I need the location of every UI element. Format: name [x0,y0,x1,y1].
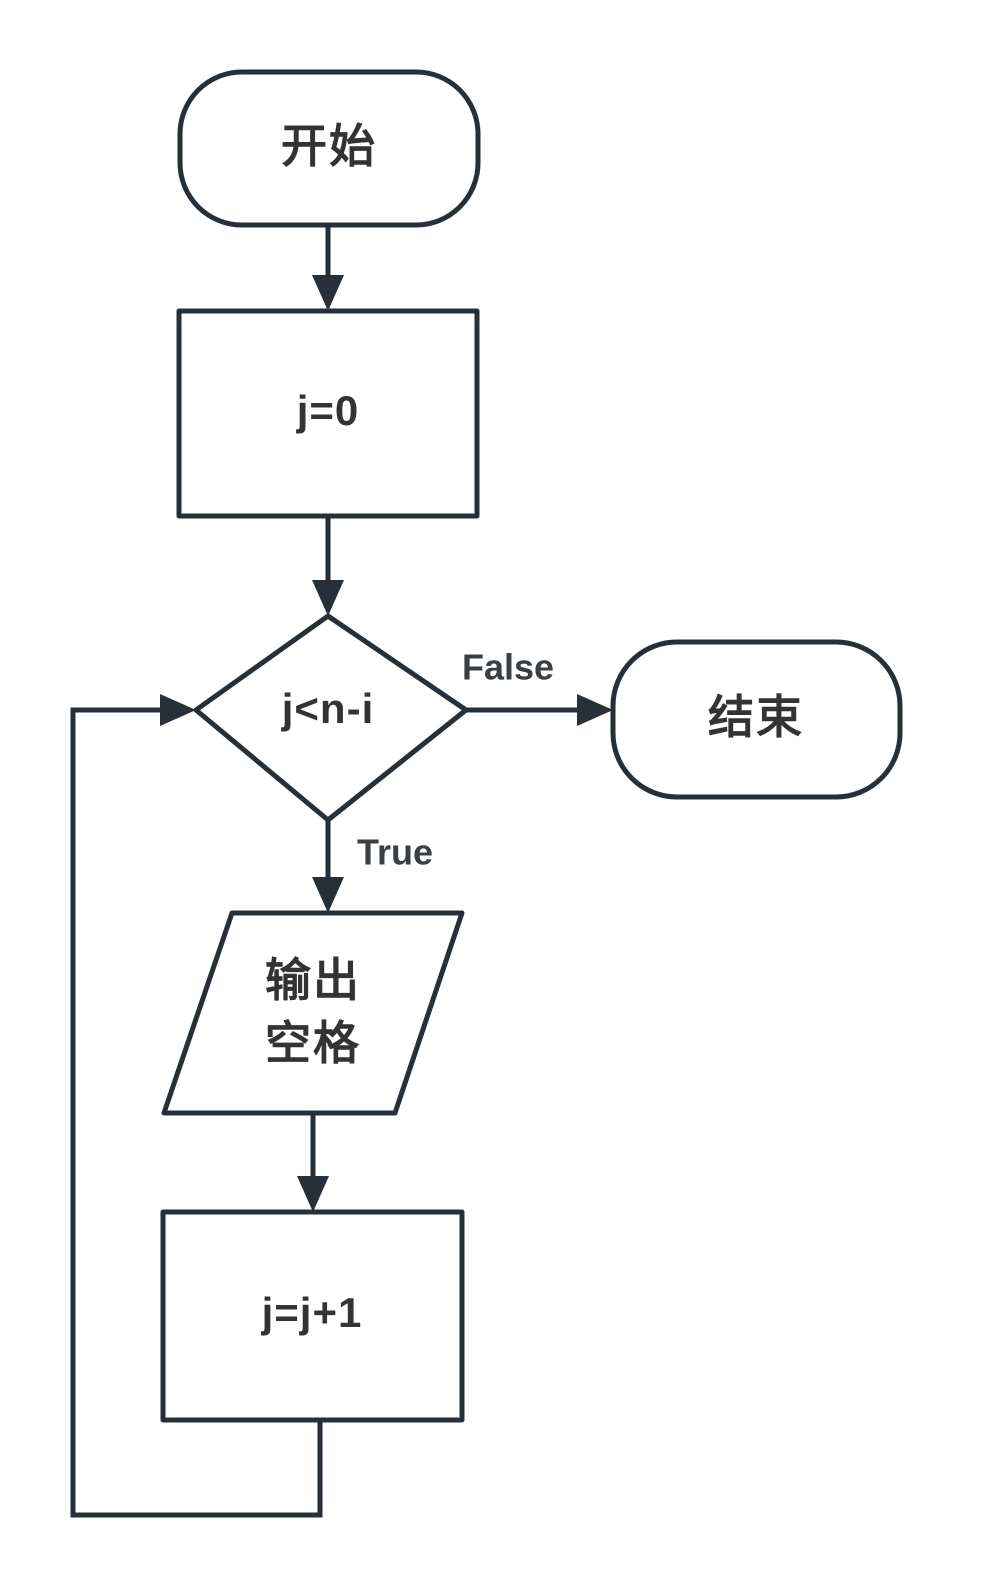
output-node-shape [161,910,465,1116]
arrow-head-icon [577,694,613,726]
output-node-label-line2: 空格 [265,1017,361,1069]
increment-node-label: j=j+1 [261,1289,363,1336]
edge-init-to-condition [312,516,344,616]
arrow-head-icon [312,580,344,616]
increment-node-shape [160,1209,465,1423]
node-init[interactable]: j=0 [176,308,480,519]
condition-node-shape [193,613,469,823]
condition-node-label: j<n-i [281,685,375,732]
node-start[interactable]: 开始 [177,69,481,228]
node-increment[interactable]: j=j+1 [160,1209,465,1423]
end-node-shape [610,639,903,800]
edge-output-to-increment [297,1113,329,1212]
output-node-label-line1: 输出 [265,954,361,1006]
edge-label-false: False [462,647,554,688]
node-output[interactable]: 输出 空格 [161,910,465,1116]
edge-increment-to-condition-loop [70,694,323,1518]
edge-label-true: True [357,832,433,873]
arrow-head-icon [160,694,196,726]
start-node-shape [177,69,481,228]
edge-condition-to-output [312,820,344,913]
node-end[interactable]: 结束 [610,639,903,800]
edge-start-to-init [312,225,344,311]
arrow-head-icon [312,275,344,311]
node-condition[interactable]: j<n-i [193,613,469,823]
arrow-head-icon [297,1176,329,1212]
arrow-head-icon [312,877,344,913]
init-node-label: j=0 [296,387,360,434]
start-node-label: 开始 [281,120,377,172]
edge-condition-to-end [466,694,613,726]
init-node-shape [176,308,480,519]
end-node-label: 结束 [708,691,804,743]
